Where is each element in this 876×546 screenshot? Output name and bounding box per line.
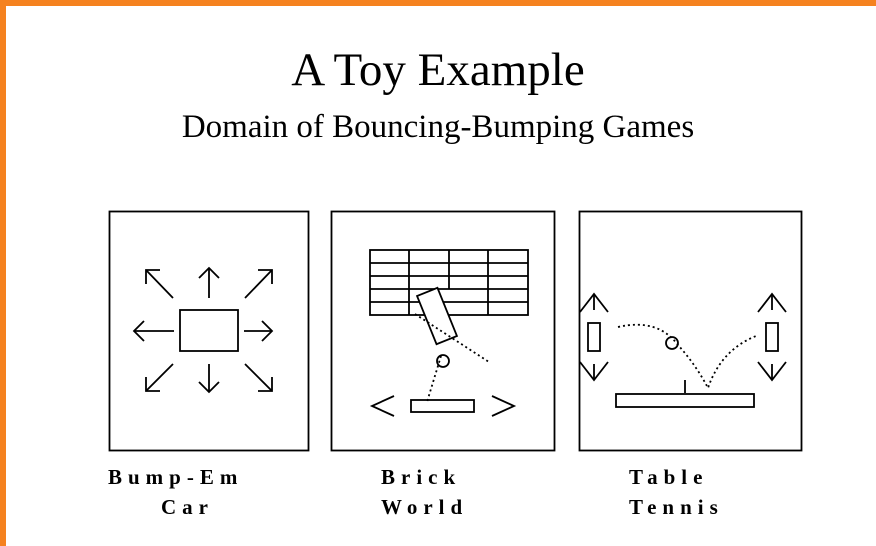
- bumper-car: [179, 309, 239, 352]
- frame-left-border: [0, 0, 6, 546]
- arrow-up-icon: [757, 292, 787, 313]
- table-tennis-label-line2: Tennis: [629, 495, 724, 519]
- bump-em-car-label-line2: Car: [161, 495, 214, 519]
- panel-border: [578, 210, 803, 452]
- panel-border: [108, 210, 310, 452]
- paddle: [410, 399, 475, 413]
- arrow-up-icon: [198, 266, 220, 298]
- right-paddle: [765, 322, 779, 352]
- brick-world-panel: [330, 210, 556, 452]
- arrow-down-right-icon: [244, 363, 273, 392]
- ball-trajectory: [617, 323, 757, 391]
- brick-world-label-line2: World: [381, 495, 469, 519]
- arrow-down-icon: [579, 361, 609, 382]
- arrow-up-left-icon: [145, 269, 174, 299]
- ball: [436, 354, 450, 368]
- arrow-right-icon: [491, 395, 517, 417]
- table: [615, 393, 755, 408]
- arrow-down-icon: [757, 361, 787, 382]
- bump-em-car-panel: [108, 210, 310, 452]
- broken-brick: [415, 286, 459, 346]
- ball: [665, 336, 679, 350]
- frame-top-border: [0, 0, 876, 6]
- ball-trajectory: [414, 313, 490, 403]
- arrow-down-icon: [198, 364, 220, 394]
- table-tennis-panel: [578, 210, 803, 452]
- slide-subtitle: Domain of Bouncing-Bumping Games: [181, 109, 695, 145]
- arrow-up-right-icon: [244, 269, 273, 299]
- arrow-right-icon: [244, 320, 274, 342]
- brick-wall: [369, 249, 529, 316]
- arrow-left-icon: [132, 320, 174, 342]
- arrow-up-icon: [579, 292, 609, 313]
- arrow-down-left-icon: [145, 363, 174, 392]
- arrow-left-icon: [369, 395, 395, 417]
- table-tennis-label-line1: Table: [629, 465, 709, 489]
- left-paddle: [587, 322, 601, 352]
- panel-border: [330, 210, 556, 452]
- slide-title: A Toy Example: [291, 44, 585, 96]
- brick-world-label-line1: Brick: [381, 465, 462, 489]
- bump-em-car-label-line1: Bump-Em: [108, 465, 244, 489]
